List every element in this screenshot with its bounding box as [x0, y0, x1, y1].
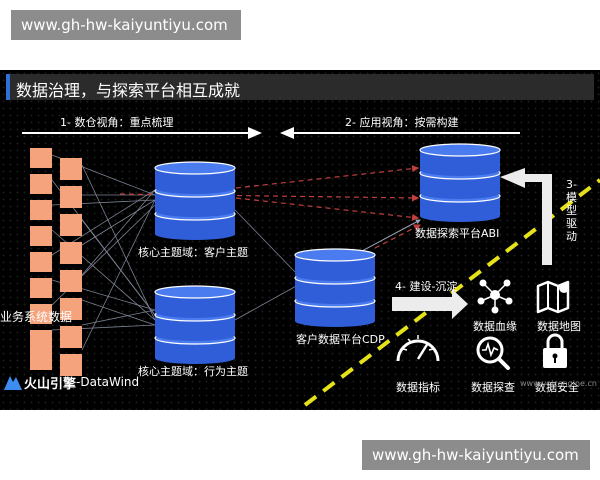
brand-product: -DataWind	[76, 375, 140, 389]
business-block	[60, 186, 82, 208]
arrow-model-driven	[500, 168, 552, 265]
business-system-blocks	[30, 148, 82, 376]
metrics-label: 数据指标	[396, 381, 440, 394]
business-block	[60, 354, 82, 376]
watermark-bottom: www.gh-hw-kaiyuntiyu.com	[362, 440, 590, 470]
abi-label: 数据探索平台ABI	[415, 227, 500, 240]
arrow-build	[392, 289, 468, 319]
business-block	[60, 270, 82, 292]
security-label: 数据安全	[535, 381, 579, 394]
business-block	[30, 350, 52, 370]
business-block	[60, 158, 82, 180]
business-block	[30, 148, 52, 168]
abi-db-icon	[419, 143, 501, 222]
diagram-canvas	[22, 127, 600, 407]
watermark-top: www.gh-hw-kaiyuntiyu.com	[11, 10, 241, 40]
map-label: 数据地图	[537, 320, 581, 333]
inner-watermark: www.volcengine.cn	[520, 379, 597, 388]
gauge-icon	[396, 335, 440, 362]
exploration-label: 数据探查	[471, 381, 515, 394]
business-block	[30, 200, 52, 220]
model-driven-label: 3- 模 型 驱 动	[566, 178, 577, 243]
build-deposit-label: 4- 建设-沉淀	[395, 280, 458, 293]
business-block	[60, 214, 82, 236]
business-block	[30, 226, 52, 246]
business-block	[60, 242, 82, 264]
lineage-label: 数据血缘	[473, 320, 517, 333]
business-block	[60, 298, 82, 320]
magnifier-icon	[476, 336, 510, 370]
lock-icon	[543, 333, 567, 368]
core-customer-domain-label: 核心主题域：客户主题	[138, 246, 248, 259]
business-block	[30, 278, 52, 298]
title-bar: 数据治理，与探索平台相互成就	[6, 74, 594, 100]
brand-logo-area: 火山引擎 -DataWind	[4, 372, 139, 392]
core-customer-db-icon	[154, 161, 236, 240]
business-block	[30, 330, 52, 350]
arrow-warehouse-view	[22, 127, 262, 139]
business-block	[30, 252, 52, 272]
arrow-application-view-label: 2- 应用视角：按需构建	[345, 116, 459, 129]
cdp-db-icon	[294, 248, 376, 327]
business-system-data-label: 业务系统数据	[0, 310, 73, 324]
title-accent	[6, 74, 10, 100]
business-block	[30, 304, 52, 324]
volcano-logo-icon	[4, 376, 22, 390]
slide-title: 数据治理，与探索平台相互成就	[16, 81, 241, 100]
arrow-application-view	[280, 127, 520, 139]
map-icon	[536, 280, 570, 314]
core-behavior-db-icon	[154, 285, 236, 364]
diagram-slide: 数据治理，与探索平台相互成就	[0, 70, 600, 410]
core-behavior-domain-label: 核心主题域：行为主题	[138, 365, 248, 378]
lineage-icon	[477, 279, 513, 314]
brand-name: 火山引擎	[24, 376, 77, 392]
business-block	[30, 174, 52, 194]
arrow-warehouse-view-label: 1- 数仓视角：重点梳理	[60, 116, 174, 129]
cdp-label: 客户数据平台CDP	[296, 333, 385, 346]
business-block	[60, 326, 82, 348]
